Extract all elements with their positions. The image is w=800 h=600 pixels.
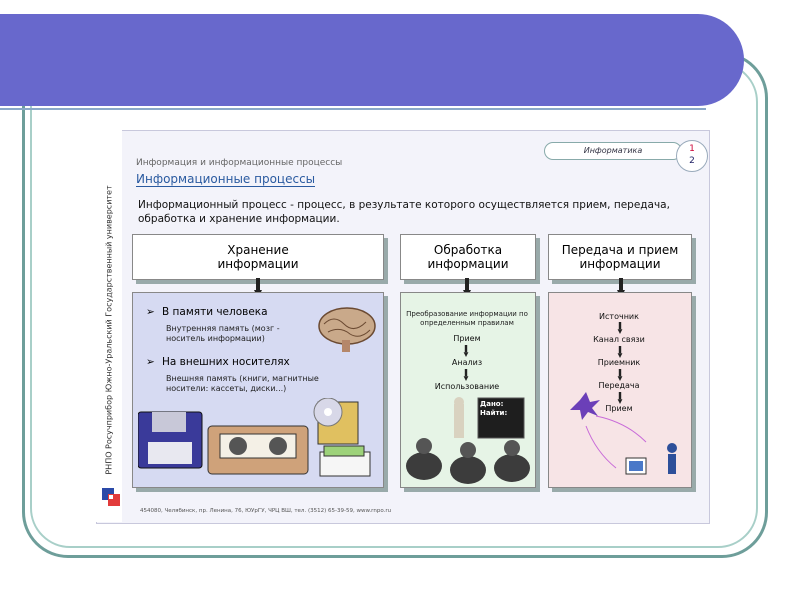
bullet-icon: ➢ <box>146 356 155 368</box>
subject-tab: Информатика <box>544 142 682 160</box>
title-banner <box>0 14 744 106</box>
storage-item-external: На внешних носителях <box>162 356 290 368</box>
processing-header: Обработка информации <box>400 234 536 280</box>
page-bottom: 2 <box>677 155 707 167</box>
section-title: Информация и информационные процессы <box>136 158 342 168</box>
transmission-icon <box>556 392 686 482</box>
storage-header: Хранение информации <box>132 234 384 280</box>
down-arrow-icon <box>617 369 623 381</box>
transfer-step-channel: Канал связи <box>552 335 686 344</box>
storage-item-human-sub: Внутренняя память (мозг - носитель инфор… <box>166 324 316 344</box>
storage-item-external-sub: Внешняя память (книги, магнитные носител… <box>166 374 322 394</box>
university-logo-icon <box>100 486 124 510</box>
page-indicator: 1 2 <box>676 140 708 172</box>
down-arrow-icon <box>617 322 623 334</box>
page-title: Информационные процессы <box>136 172 315 187</box>
page-top: 1 <box>677 143 707 155</box>
down-arrow-icon <box>463 369 469 381</box>
processing-step-use: Использование <box>404 382 530 391</box>
footer-address: 454080, Челябинск, пр. Ленина, 76, ЮУрГУ… <box>140 508 391 514</box>
side-caption: РНПО Росучприбор Южно-Уральский Государс… <box>105 185 114 474</box>
processing-intro: Преобразование информации по определенны… <box>404 310 530 328</box>
down-arrow-icon <box>463 345 469 357</box>
brain-icon <box>316 304 378 354</box>
processing-step-analysis: Анализ <box>404 358 530 367</box>
transfer-header: Передача и прием информации <box>548 234 692 280</box>
bullet-icon: ➢ <box>146 306 155 318</box>
transfer-header-label: Передача и прием информации <box>554 243 686 271</box>
down-arrow-icon <box>617 346 623 358</box>
definition-text: Информационный процесс - процесс, в резу… <box>138 198 704 226</box>
transfer-step-source: Источник <box>552 312 686 321</box>
transfer-step-receiver: Приемник <box>552 358 686 367</box>
processing-header-label: Обработка информации <box>413 243 523 271</box>
transfer-step-send: Передача <box>552 381 686 390</box>
processing-step-receive: Прием <box>404 334 530 343</box>
storage-media-icon <box>138 398 378 484</box>
banner-underline <box>0 108 706 110</box>
blackboard-text: Дано: Найти: <box>480 400 520 418</box>
storage-item-human: В памяти человека <box>162 306 268 318</box>
storage-header-label: Хранение информации <box>198 243 318 271</box>
